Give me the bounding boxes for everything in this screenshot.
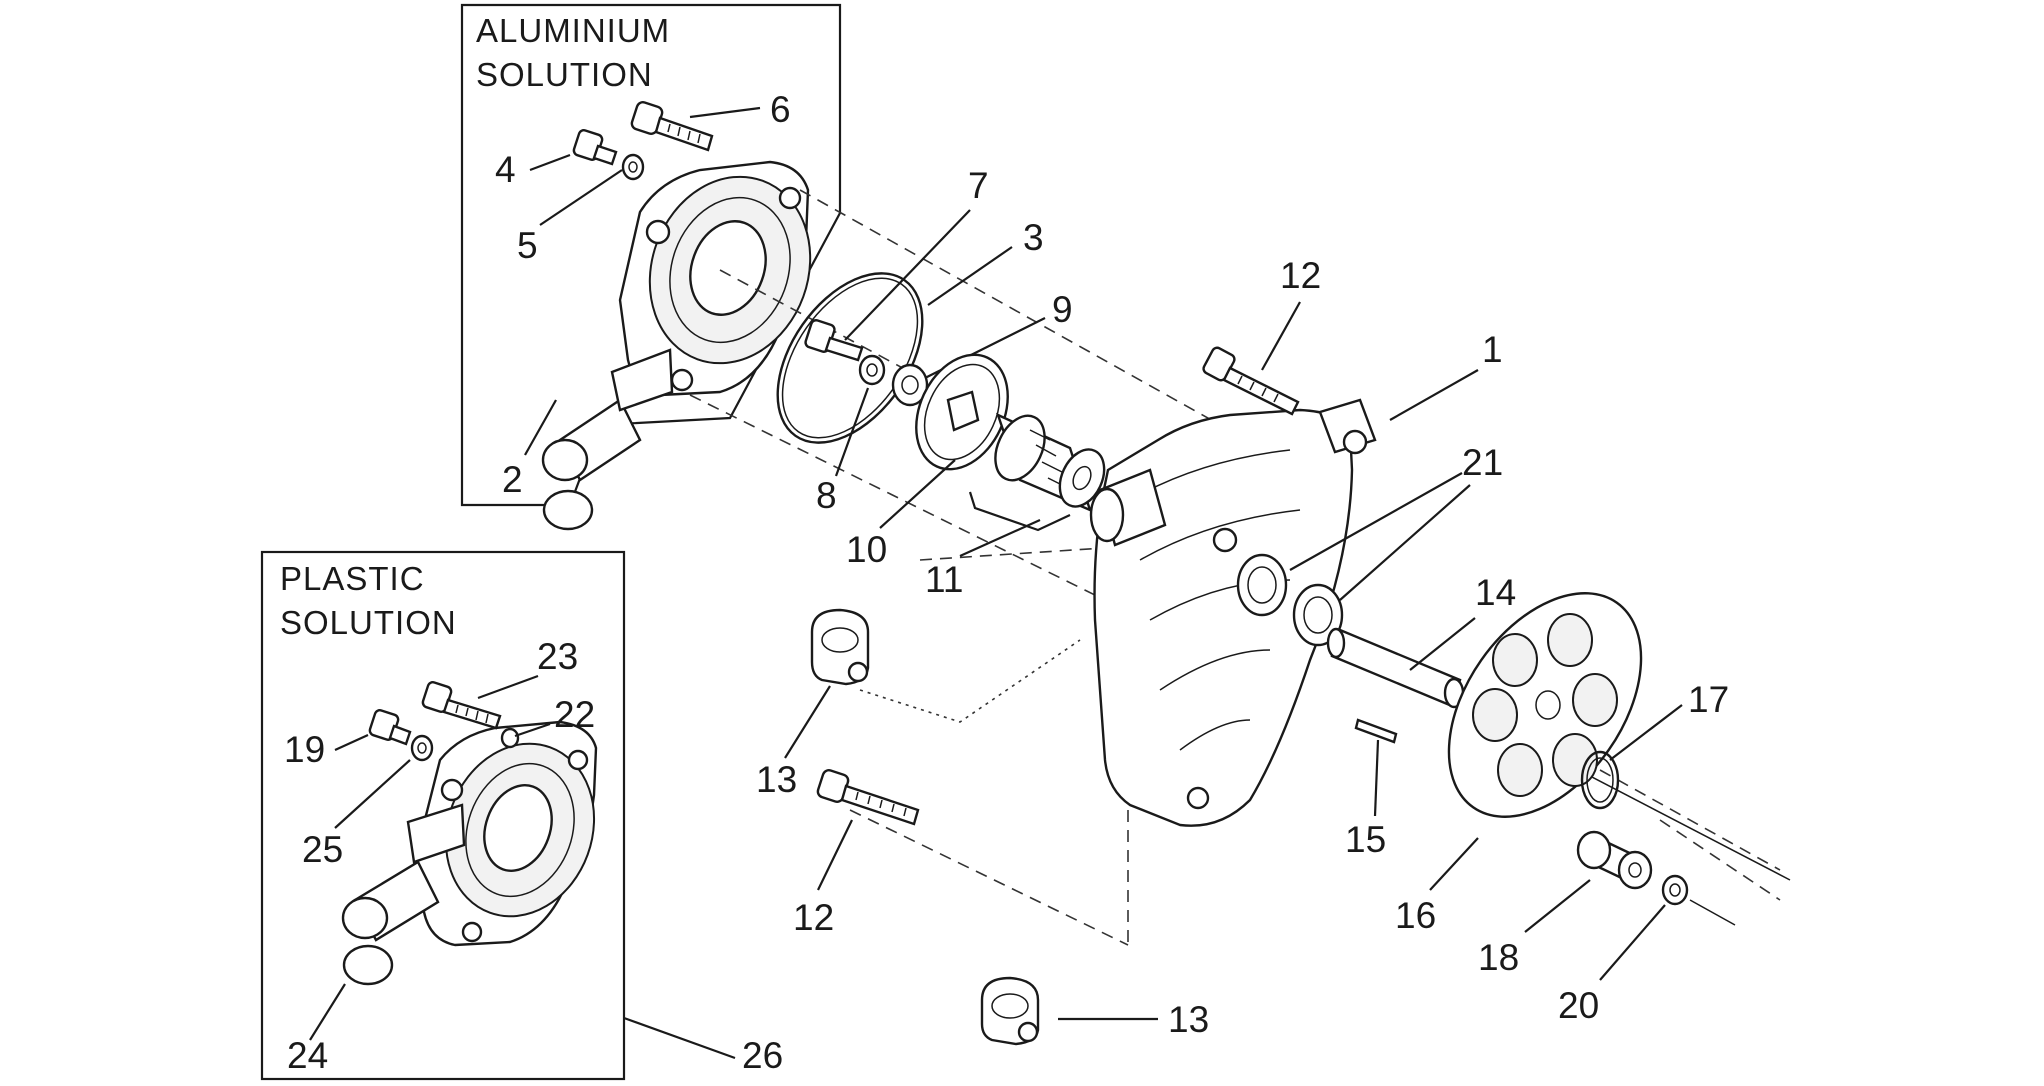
callout-22: 22 [554, 694, 595, 735]
callout-4: 4 [495, 149, 516, 190]
spacer-18 [1576, 830, 1653, 890]
callout-14: 14 [1475, 572, 1516, 613]
callout-16: 16 [1395, 895, 1436, 936]
circlip-17 [1580, 750, 1620, 810]
callout-15: 15 [1345, 819, 1386, 860]
washer-9 [891, 363, 929, 407]
callout-9: 9 [1052, 289, 1073, 330]
callout-12-upper: 12 [1280, 255, 1321, 296]
bolt-12-upper [1202, 346, 1300, 416]
callout-13-lower: 13 [1168, 999, 1209, 1040]
callout-24: 24 [287, 1035, 328, 1076]
clip-13-upper [810, 608, 870, 686]
bearing-21-b [1292, 583, 1344, 647]
aluminium-solution-box: ALUMINIUM SOLUTION [460, 3, 842, 507]
callout-18: 18 [1478, 937, 1519, 978]
pin-15 [1354, 718, 1398, 744]
callout-11: 11 [925, 559, 963, 600]
bolt-6 [630, 101, 714, 152]
washer-25 [410, 734, 434, 762]
aluminium-pump-cover [541, 160, 812, 531]
callout-21: 21 [1462, 442, 1503, 483]
bolt-7 [804, 319, 864, 362]
bolt-19 [368, 709, 412, 746]
bolt-4 [572, 129, 618, 166]
callout-26: 26 [742, 1035, 783, 1076]
shaft-14 [1326, 627, 1465, 709]
callout-13-upper: 13 [756, 759, 797, 800]
bearing-21-a [1236, 553, 1288, 617]
plastic-box-title-line2: SOLUTION [280, 604, 457, 641]
washer-22 [500, 727, 520, 749]
aluminium-box-title-line2: SOLUTION [476, 56, 653, 93]
callout-10: 10 [846, 529, 887, 570]
callout-7: 7 [968, 165, 989, 206]
callout-5: 5 [517, 225, 538, 266]
bolt-23 [421, 681, 502, 730]
bolt-12-lower [816, 769, 920, 826]
main-housing-1 [1089, 398, 1377, 827]
impeller-disk-10 [915, 353, 1009, 471]
callout-12-lower: 12 [793, 897, 834, 938]
callout-2: 2 [502, 459, 523, 500]
aluminium-box-title-line1: ALUMINIUM [476, 12, 670, 49]
clip-13-lower [980, 976, 1040, 1046]
callout-3: 3 [1023, 217, 1044, 258]
callout-1: 1 [1482, 329, 1503, 370]
callout-23: 23 [537, 636, 578, 677]
shaft-seal-11 [994, 412, 1106, 513]
callout-6: 6 [770, 89, 791, 130]
plastic-solution-box: PLASTIC SOLUTION [260, 550, 626, 1081]
washer-5 [621, 153, 645, 181]
plastic-box-title-line1: PLASTIC [280, 560, 425, 597]
callout-17: 17 [1688, 679, 1729, 720]
callout-25: 25 [302, 829, 343, 870]
callout-19: 19 [284, 729, 325, 770]
plastic-pump-cover [341, 720, 598, 986]
washer-20 [1661, 874, 1689, 906]
washer-8 [858, 354, 886, 386]
callout-20: 20 [1558, 985, 1599, 1026]
callout-8: 8 [816, 475, 837, 516]
